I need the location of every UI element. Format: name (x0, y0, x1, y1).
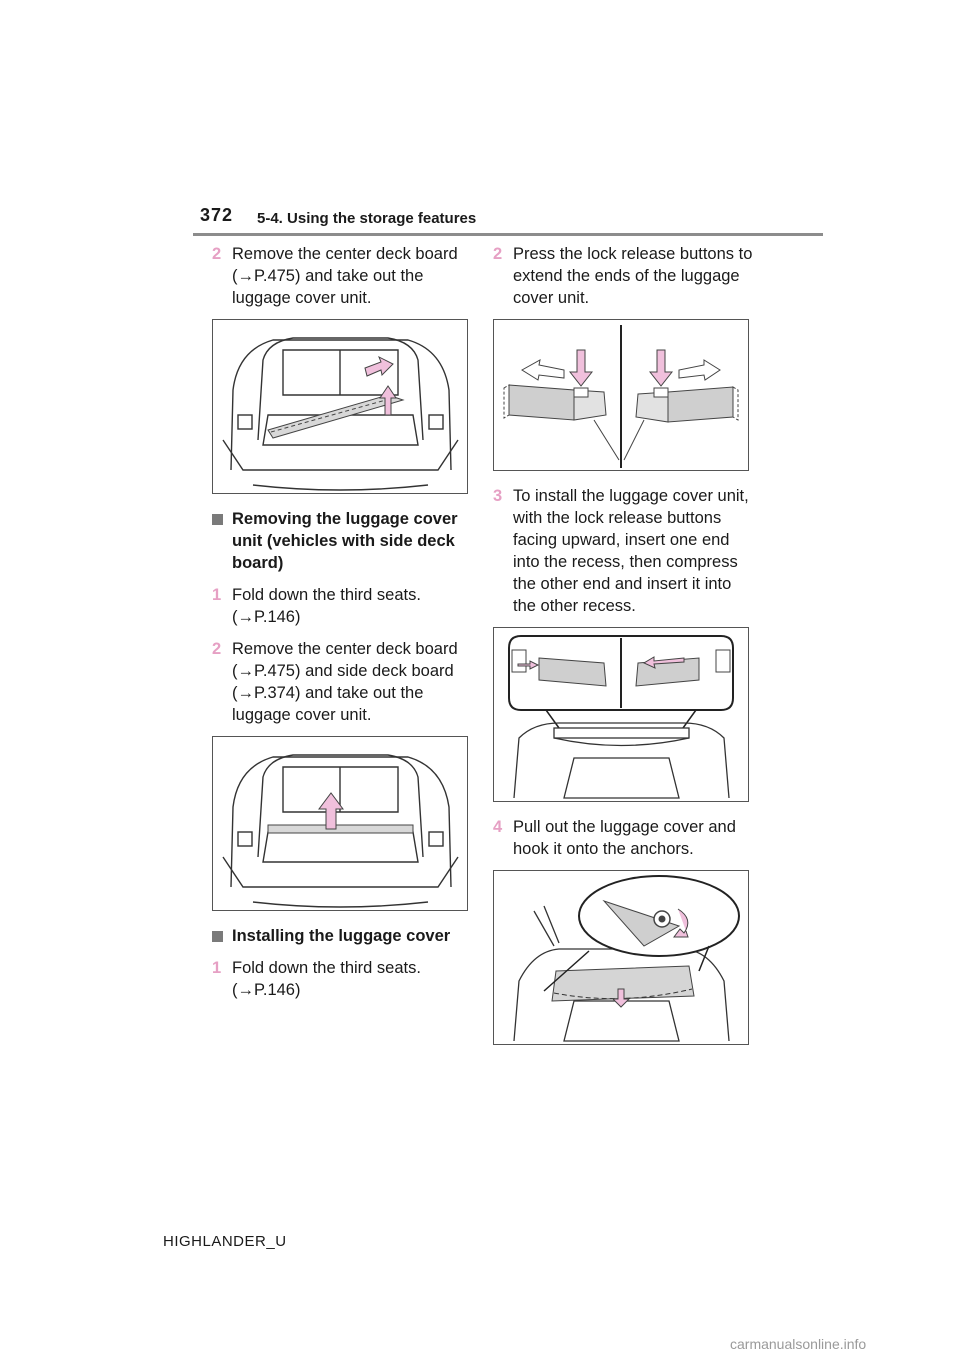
heading-text: Removing the luggage cover unit (vehicle… (232, 510, 458, 572)
footer-model-code: HIGHLANDER_U (163, 1233, 287, 1250)
step-number: 1 (212, 959, 222, 977)
watermark-text: carmanualsonline.info (730, 1336, 867, 1352)
step-remove-side-board: 2 Remove the center deck board (→P.475) … (212, 638, 477, 726)
step-text: Pull out the luggage cover and hook it o… (513, 818, 736, 858)
step-number: 3 (493, 487, 503, 505)
right-column: 2 Press the lock release buttons to exte… (493, 243, 758, 1059)
cargo-area-illustration (222, 337, 459, 491)
figure-remove-cover-unit (212, 319, 468, 494)
step-fold-third-seats: 1 Fold down the third seats. (→P.146) (212, 584, 477, 628)
figure-lock-release-buttons (493, 319, 749, 471)
heading-removing-cover: Removing the luggage cover unit (vehicle… (212, 508, 477, 574)
recess-install-illustration (508, 635, 734, 799)
left-column: 2 Remove the center deck board (→P.475) … (212, 243, 477, 1011)
square-bullet-icon (212, 514, 223, 525)
step-number: 1 (212, 586, 222, 604)
heading-text: Installing the luggage cover (232, 927, 451, 945)
figure-hook-onto-anchors (493, 870, 749, 1045)
page-number: 372 (200, 205, 234, 225)
figure-insert-into-recess (493, 627, 749, 802)
step-number: 4 (493, 818, 503, 836)
step-remove-center-board: 2 Remove the center deck board (→P.475) … (212, 243, 477, 309)
square-bullet-icon (212, 931, 223, 942)
cargo-area-illustration (222, 754, 459, 908)
step-press-lock-release: 2 Press the lock release buttons to exte… (493, 243, 758, 309)
heading-installing-cover: Installing the luggage cover (212, 925, 477, 947)
step-text: Press the lock release buttons to extend… (513, 245, 753, 307)
step-text: Fold down the third seats. (→P.146) (232, 586, 421, 626)
step-number: 2 (493, 245, 503, 263)
section-title: 5-4. Using the storage features (257, 210, 477, 227)
step-text: To install the luggage cover unit, with … (513, 487, 749, 615)
step-pull-out-cover: 4 Pull out the luggage cover and hook it… (493, 816, 758, 860)
step-text: Fold down the third seats. (→P.146) (232, 959, 421, 999)
lock-release-illustration (503, 325, 739, 468)
step-text: Remove the center deck board (→P.475) an… (232, 245, 458, 307)
header-rule (193, 233, 823, 236)
figure-lift-cover-unit (212, 736, 468, 911)
step-number: 2 (212, 245, 222, 263)
step-install-cover-unit: 3 To install the luggage cover unit, wit… (493, 485, 758, 617)
step-fold-third-seats-install: 1 Fold down the third seats. (→P.146) (212, 957, 477, 1001)
step-number: 2 (212, 640, 222, 658)
anchor-hook-illustration (513, 875, 740, 1042)
step-text: Remove the center deck board (→P.475) an… (232, 640, 458, 724)
